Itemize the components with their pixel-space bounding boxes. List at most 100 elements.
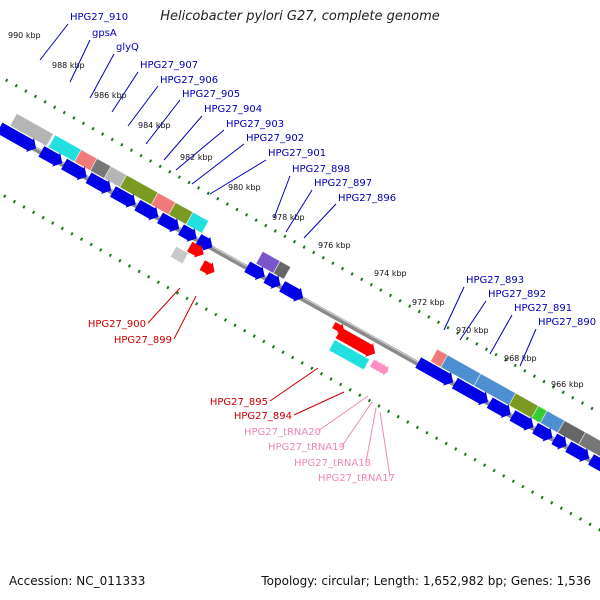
- cds-forward-arrow: [486, 397, 511, 418]
- trna-gene-label: HPG27_tRNA19: [268, 442, 345, 453]
- leader-line: [293, 391, 345, 416]
- reverse-gene-label: HPG27_895: [210, 397, 268, 408]
- rrna-arrow: [199, 260, 215, 276]
- leader-line: [379, 411, 391, 478]
- genome-stats-label: Topology: circular; Length: 1,652,982 bp…: [261, 574, 591, 588]
- rrna-arrow: [187, 241, 204, 258]
- trna-gene-label: HPG27_tRNA18: [294, 458, 371, 469]
- rrna-arrow: [335, 327, 376, 357]
- forward-gene-label: HPG27_905: [182, 89, 240, 100]
- cds-forward-arrow: [178, 224, 197, 242]
- leader-line: [273, 175, 291, 219]
- cog-block: [578, 431, 600, 457]
- cds-forward-arrow: [61, 158, 87, 181]
- leader-line: [163, 115, 203, 161]
- leader-line: [69, 39, 91, 83]
- leader-line: [145, 99, 181, 145]
- cds-forward-arrow: [451, 377, 488, 406]
- trna-arrow: [380, 365, 389, 376]
- page-title: Helicobacter pylori G27, complete genome: [160, 9, 440, 24]
- cog-block: [185, 211, 210, 234]
- trna-gene-label: HPG27_tRNA17: [318, 473, 395, 484]
- cds-forward-arrow: [85, 172, 112, 194]
- cog-block: [272, 260, 292, 280]
- leader-line: [191, 143, 245, 185]
- leader-line: [489, 314, 513, 355]
- forward-gene-label: gpsA: [92, 28, 117, 39]
- forward-gene-label: HPG27_892: [488, 289, 546, 300]
- cds-forward-arrow: [565, 441, 590, 462]
- kbp-label: 978 kbp: [272, 213, 305, 222]
- leader-line: [147, 287, 181, 324]
- kbp-label: 980 kbp: [228, 183, 261, 192]
- leader-line: [175, 129, 225, 171]
- kbp-label: 982 kbp: [180, 153, 213, 162]
- kbp-label: 990 kbp: [8, 31, 41, 40]
- cds-forward-arrow: [551, 433, 567, 450]
- leader-line: [285, 189, 313, 233]
- forward-gene-label: HPG27_907: [140, 60, 198, 71]
- forward-gene-label: glyQ: [116, 42, 139, 53]
- forward-gene-label: HPG27_904: [204, 104, 262, 115]
- reverse-gene-label: HPG27_894: [234, 411, 292, 422]
- trna-arrow: [370, 359, 378, 370]
- kbp-label: 966 kbp: [551, 380, 584, 389]
- cds-forward-arrow: [244, 261, 265, 281]
- kbp-label: 974 kbp: [374, 269, 407, 278]
- forward-gene-label: HPG27_896: [338, 193, 396, 204]
- forward-gene-label: HPG27_903: [226, 119, 284, 130]
- forward-gene-label: HPG27_910: [70, 12, 128, 23]
- trna-arrow: [377, 363, 385, 374]
- inner-tick-track: [0, 191, 600, 532]
- kbp-label: 968 kbp: [504, 354, 537, 363]
- accession-label: Accession: NC_011333: [9, 574, 146, 588]
- leader-line: [89, 53, 115, 99]
- forward-gene-label: HPG27_890: [538, 317, 596, 328]
- kbp-label: 986 kbp: [94, 91, 127, 100]
- kbp-label: 972 kbp: [412, 298, 445, 307]
- leader-line: [341, 401, 373, 447]
- leader-line: [443, 286, 465, 331]
- cog-block-reverse: [328, 339, 371, 371]
- cds-forward-arrow: [134, 199, 159, 221]
- leader-line: [303, 203, 337, 239]
- cds-forward-arrow: [588, 454, 600, 472]
- forward-gene-label: HPG27_891: [514, 303, 572, 314]
- cog-block: [9, 112, 54, 147]
- cds-forward-arrow: [263, 272, 281, 289]
- forward-gene-label: HPG27_897: [314, 178, 372, 189]
- cds-forward-arrow: [110, 186, 136, 208]
- forward-gene-label: HPG27_906: [160, 75, 218, 86]
- leader-line: [209, 159, 267, 195]
- forward-gene-label: HPG27_893: [466, 275, 524, 286]
- reverse-gene-label: HPG27_900: [88, 319, 146, 330]
- kbp-label: 984 kbp: [138, 121, 171, 130]
- leader-line: [173, 295, 197, 340]
- cds-forward-arrow: [38, 146, 63, 167]
- cds-forward-arrow: [157, 212, 180, 233]
- kbp-label: 976 kbp: [318, 241, 351, 250]
- reverse-gene-label: HPG27_899: [114, 335, 172, 346]
- leader-line: [39, 23, 69, 61]
- cds-forward-arrow: [279, 281, 304, 302]
- outer-tick-track: [0, 74, 600, 415]
- leader-line: [459, 300, 487, 341]
- leader-line: [519, 328, 537, 367]
- leader-line: [317, 395, 369, 432]
- cds-forward-arrow: [415, 357, 454, 386]
- cog-block-reverse: [169, 245, 189, 265]
- kbp-label: 988 kbp: [52, 61, 85, 70]
- leader-line: [365, 407, 377, 463]
- trna-gene-label: HPG27_tRNA20: [244, 427, 321, 438]
- cds-forward-arrow: [0, 122, 37, 152]
- leader-line: [269, 367, 319, 402]
- cds-forward-arrow: [509, 410, 534, 431]
- leader-line: [111, 71, 139, 113]
- forward-gene-label: HPG27_902: [246, 133, 304, 144]
- cds-forward-arrow: [532, 422, 553, 442]
- leader-line: [127, 85, 159, 127]
- kbp-label: 970 kbp: [456, 326, 489, 335]
- forward-gene-label: HPG27_898: [292, 164, 350, 175]
